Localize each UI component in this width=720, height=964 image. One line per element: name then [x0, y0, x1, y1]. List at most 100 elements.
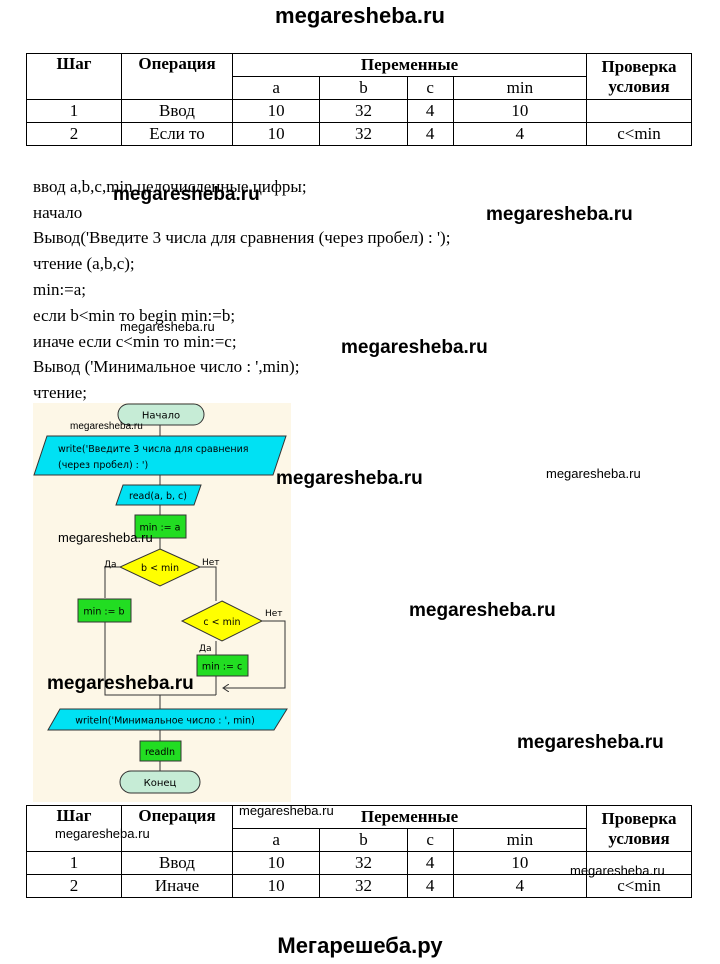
var-name-min: min	[452, 76, 588, 100]
no-label-1: Нет	[202, 558, 220, 568]
watermark: megaresheba.ru	[341, 337, 488, 358]
page-header-watermark: megaresheba.ru	[275, 3, 445, 28]
write-label-line2: (через пробел) : ')	[58, 460, 148, 471]
cell-operation: Ввод	[121, 851, 233, 875]
watermark: megaresheba.ru	[546, 466, 641, 481]
col-check-header: Проверка условия	[586, 805, 692, 852]
code-line: начало	[33, 202, 83, 222]
writeln-io-block: writeln('Минимальное число : ', min)	[47, 708, 288, 731]
var-name-a: a	[231, 76, 321, 100]
watermark: megaresheba.ru	[409, 600, 556, 621]
yes-label-1: Да	[104, 560, 117, 570]
var-name-b: b	[319, 76, 408, 100]
cell-check: c<min	[586, 122, 692, 146]
code-line: чтение;	[33, 383, 87, 403]
watermark: megaresheba.ru	[55, 826, 150, 841]
read-label: read(a, b, c)	[129, 491, 187, 502]
cell-min: 10	[452, 851, 588, 875]
cell-operation: Ввод	[121, 99, 233, 123]
end-terminal: Конец	[119, 770, 201, 794]
col-variables-header: Переменные	[232, 53, 587, 77]
read-io-block: read(a, b, c)	[115, 484, 202, 506]
col-step-header: Шаг	[26, 53, 122, 100]
var-name-c: c	[406, 828, 454, 852]
watermark: megaresheba.ru	[58, 530, 153, 545]
col-operation-header: Операция	[121, 805, 233, 852]
cell-step: 2	[26, 122, 122, 146]
cell-b: 32	[319, 122, 408, 146]
table-row: 1 Ввод 10 32 4 10	[26, 851, 692, 875]
var-name-b: b	[319, 828, 408, 852]
table-row: 2 Если то 10 32 4 4 c<min	[26, 122, 692, 146]
pseudocode-block: ввод a,b,c,min целочисленные цифры; начал…	[33, 148, 450, 458]
start-terminal: Начало	[117, 403, 205, 426]
code-line: ввод a,b,c,min целочисленные цифры;	[33, 176, 307, 196]
cell-b: 32	[319, 851, 408, 875]
code-line: Вывод('Введите 3 числа для сравнения (че…	[33, 228, 451, 248]
watermark: megaresheba.ru	[70, 421, 143, 432]
cell-a: 10	[231, 851, 321, 875]
watermark: megaresheba.ru	[570, 863, 665, 878]
watermark: megaresheba.ru	[120, 319, 215, 334]
yes-label-2: Да	[199, 644, 212, 654]
cell-b: 32	[319, 874, 408, 898]
decision-c-label: c < min	[203, 617, 240, 628]
cell-min: 4	[452, 122, 588, 146]
watermark: megaresheba.ru	[113, 184, 260, 205]
cell-min: 10	[452, 99, 588, 123]
cell-c: 4	[406, 851, 454, 875]
cell-step: 2	[26, 874, 122, 898]
watermark: megaresheba.ru	[276, 468, 423, 489]
decision-b-label: b < min	[141, 563, 179, 574]
decision-c-lt-min: c < min Нет Да	[180, 600, 283, 654]
assign-c-block: min := c	[196, 654, 249, 677]
cell-a: 10	[231, 874, 321, 898]
cell-b: 32	[319, 99, 408, 123]
readln-block: readln	[139, 740, 182, 762]
watermark: megaresheba.ru	[517, 732, 664, 753]
assign-a-block: min := a	[134, 514, 187, 539]
cell-step: 1	[26, 851, 122, 875]
flowchart: Начало write('Введите 3 числа для сравне…	[33, 403, 291, 802]
flowchart-connectors	[104, 424, 286, 771]
assign-b-block: min := b	[77, 598, 132, 623]
col-check-header: Проверка условия	[586, 53, 692, 100]
watermark: megaresheba.ru	[239, 803, 334, 818]
readln-label: readln	[145, 747, 175, 758]
var-name-c: c	[406, 76, 454, 100]
code-line: чтение (a,b,c);	[33, 254, 135, 274]
writeln-label: writeln('Минимальное число : ', min)	[75, 716, 255, 727]
end-label: Конец	[144, 778, 177, 789]
watermark: megaresheba.ru	[486, 204, 633, 225]
decision-b-lt-min: b < min Да Нет	[104, 548, 220, 587]
page-footer-watermark: Мегарешеба.ру	[277, 933, 443, 958]
assign-c-label: min := c	[202, 662, 242, 673]
cell-operation: Иначе	[121, 874, 233, 898]
var-name-min: min	[452, 828, 588, 852]
code-line: Вывод ('Минимальное число : ',min);	[33, 357, 300, 377]
flowchart-canvas: Начало write('Введите 3 числа для сравне…	[33, 403, 288, 794]
table-row: 1 Ввод 10 32 4 10	[26, 99, 692, 123]
cell-check: c<min	[586, 874, 692, 898]
cell-a: 10	[231, 122, 321, 146]
cell-step: 1	[26, 99, 122, 123]
cell-min: 4	[452, 874, 588, 898]
table-row: 2 Иначе 10 32 4 4 c<min	[26, 874, 692, 898]
write-label-line1: write('Введите 3 числа для сравнения	[58, 444, 249, 455]
start-label: Начало	[142, 411, 180, 422]
cell-c: 4	[406, 122, 454, 146]
assign-b-label: min := b	[83, 607, 124, 618]
cell-a: 10	[231, 99, 321, 123]
code-line: иначе если c<min то min:=c;	[33, 331, 237, 351]
write-io-block: write('Введите 3 числа для сравнения (че…	[33, 435, 287, 476]
cell-check	[586, 851, 692, 875]
col-operation-header: Операция	[121, 53, 233, 100]
watermark: megaresheba.ru	[47, 673, 194, 694]
col-step-header: Шаг	[26, 805, 122, 852]
code-line: min:=a;	[33, 279, 87, 299]
var-name-a: a	[231, 828, 321, 852]
cell-c: 4	[406, 99, 454, 123]
assign-a-label: min := a	[140, 523, 181, 534]
code-line: если b<min то begin min:=b;	[33, 305, 236, 325]
cell-c: 4	[406, 874, 454, 898]
